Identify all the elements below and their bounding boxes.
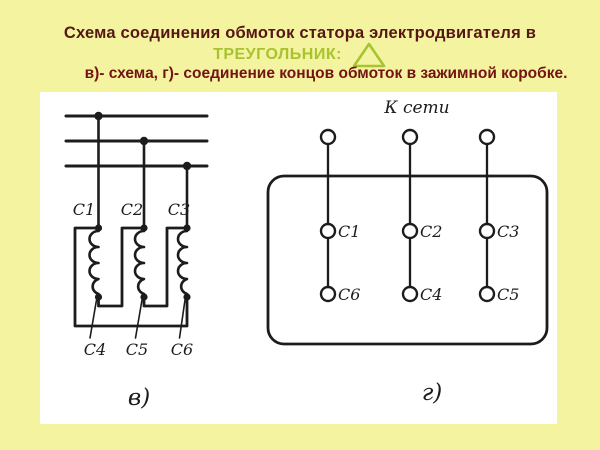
delta-link-c5-c3: [142, 226, 189, 308]
bus-junction-dot-3: [182, 161, 192, 171]
connection-word: ТРЕУГОЛЬНИК:: [213, 46, 342, 63]
terminal-box-diagram: К сети: [266, 98, 549, 406]
leader-line-c4: [89, 299, 98, 339]
network-terminal-3: [478, 128, 496, 146]
label-start-terminal-1: С1: [73, 200, 95, 219]
delta-link-c4-c2: [97, 226, 146, 308]
power-bus-lines: [64, 114, 209, 168]
diagram-panel: С1 С2 С3 С4 С5 С6 в) К сети: [40, 92, 557, 424]
label-end-terminal-3: С6: [171, 340, 193, 359]
leader-line-c6: [178, 299, 186, 339]
schematic-caption: в): [128, 385, 150, 411]
slide-subtitle: в)- схема, г)- соединение концов обмоток…: [84, 65, 568, 82]
connection-row: ТРЕУГОЛЬНИК:: [0, 41, 600, 69]
network-terminal-1: [319, 128, 337, 146]
label-end-terminal-1: С4: [84, 340, 106, 359]
box-terminal-c1: [319, 222, 337, 240]
label-end-terminal-2: С5: [126, 340, 148, 359]
label-start-terminal-2: С2: [121, 200, 143, 219]
terminal-link-wires: [326, 142, 489, 289]
terminal-box-outline: [266, 174, 549, 346]
label-box-terminal-c5: С5: [497, 285, 519, 304]
slide-title: Схема соединения обмоток статора электро…: [63, 24, 537, 42]
winding-coil-2: [133, 229, 146, 296]
network-label: К сети: [383, 98, 449, 118]
bus-junction-dot-2: [139, 136, 149, 146]
box-terminal-c5: [478, 285, 496, 303]
label-start-terminal-3: С3: [168, 200, 190, 219]
label-box-terminal-c3: С3: [497, 222, 519, 241]
leader-line-c5: [134, 299, 143, 339]
schematic-diagram: С1 С2 С3 С4 С5 С6 в): [64, 111, 209, 411]
diagrams-canvas: С1 С2 С3 С4 С5 С6 в) К сети: [64, 98, 549, 411]
delta-link-c6-c1: [73, 226, 189, 328]
winding-coil-1: [88, 229, 100, 296]
box-terminal-c2: [401, 222, 419, 240]
label-box-terminal-c2: С2: [420, 222, 442, 241]
network-terminal-2: [401, 128, 419, 146]
box-terminal-c6: [319, 285, 337, 303]
box-terminal-c3: [478, 222, 496, 240]
bus-junction-dot-1: [94, 111, 103, 121]
label-box-terminal-c4: С4: [420, 285, 442, 304]
box-terminal-c4: [401, 285, 419, 303]
label-box-terminal-c1: С1: [338, 222, 360, 241]
label-box-terminal-c6: С6: [338, 285, 360, 304]
winding-coil-3: [176, 229, 189, 296]
terminal-box-caption: г): [422, 380, 443, 406]
triangle-delta-icon: [352, 42, 386, 68]
